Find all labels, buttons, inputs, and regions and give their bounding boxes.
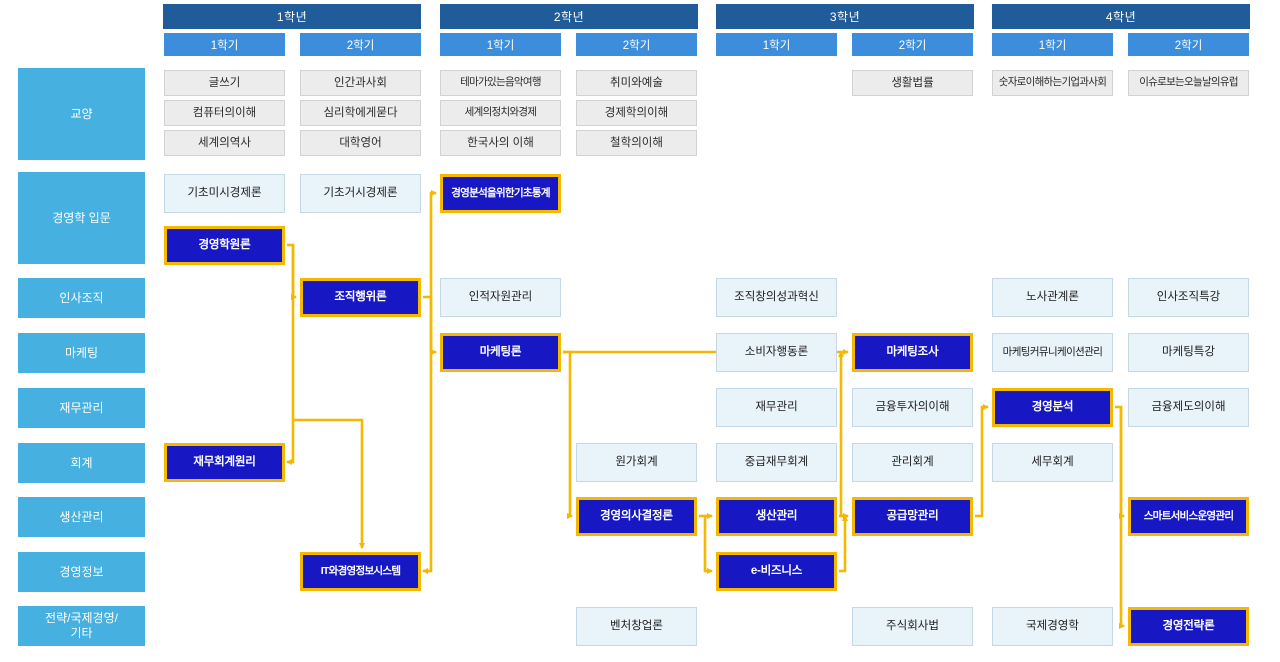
course-box[interactable]: 국제경영학 [992,607,1113,646]
course-box[interactable]: 금융투자의이해 [852,388,973,427]
course-box[interactable]: 조직행위론 [300,278,421,317]
course-box[interactable]: 재무관리 [716,388,837,427]
course-box[interactable]: IT와경영정보시스템 [300,552,421,591]
course-box[interactable]: 이슈로보는오늘날의유럽 [1128,70,1249,96]
course-box[interactable]: 마케팅조사 [852,333,973,372]
course-box[interactable]: 심리학에게묻다 [300,100,421,126]
semester-header-1[interactable]: 1학기 [164,33,285,56]
course-box[interactable]: 조직창의성과혁신 [716,278,837,317]
course-box[interactable]: 스마트서비스운영관리 [1128,497,1249,536]
year-header-1: 1학년 [163,4,421,29]
course-box[interactable]: 취미와예술 [576,70,697,96]
category-label-line2: 기타 [70,626,93,640]
course-box[interactable]: 경영학원론 [164,226,285,265]
course-box[interactable]: 주식회사법 [852,607,973,646]
connector-arrow [1119,407,1125,629]
connector-arrow [839,515,848,573]
course-box[interactable]: e-비즈니스 [716,552,837,591]
connector-arrow [422,297,433,574]
connector-arrow [293,418,365,549]
course-box[interactable]: 소비자행동론 [716,333,837,372]
connector-arrow [975,404,989,518]
course-box[interactable]: 글쓰기 [164,70,285,96]
semester-header-4[interactable]: 2학기 [576,33,697,56]
course-box[interactable]: 마케팅특강 [1128,333,1249,372]
course-box[interactable]: 경영분석 [992,388,1113,427]
category-2[interactable]: 경영학 입문 [18,172,145,264]
course-box[interactable]: 세무회계 [992,443,1113,482]
course-box[interactable]: 숫자로이해하는기업과사회 [992,70,1113,96]
course-box[interactable]: 중급재무회계 [716,443,837,482]
course-box[interactable]: 기초미시경제론 [164,174,285,213]
category-5[interactable]: 재무관리 [18,388,145,428]
category-1[interactable]: 교양 [18,68,145,160]
course-box[interactable]: 경영전략론 [1128,607,1249,646]
category-7[interactable]: 생산관리 [18,497,145,537]
course-box[interactable]: 재무회계원리 [164,443,285,482]
connector-arrow [287,243,297,300]
course-box[interactable]: 마케팅론 [440,333,561,372]
course-box[interactable]: 인간과사회 [300,70,421,96]
category-3[interactable]: 인사조직 [18,278,145,318]
category-8[interactable]: 경영정보 [18,552,145,592]
semester-header-7[interactable]: 1학기 [992,33,1113,56]
course-box[interactable]: 컴퓨터의이해 [164,100,285,126]
course-box[interactable]: 금융제도의이해 [1128,388,1249,427]
course-box[interactable]: 세계의정치와경제 [440,100,561,126]
course-box[interactable]: 생활법률 [852,70,973,96]
semester-header-5[interactable]: 1학기 [716,33,837,56]
course-box[interactable]: 인사조직특강 [1128,278,1249,317]
year-header-2: 2학년 [440,4,698,29]
semester-header-6[interactable]: 2학기 [852,33,973,56]
course-box[interactable]: 한국사의 이해 [440,130,561,156]
course-box[interactable]: 경영분석을위한기초통계 [440,174,561,213]
course-box[interactable]: 테마가있는음악여행 [440,70,561,96]
course-box[interactable]: 공급망관리 [852,497,973,536]
course-box[interactable]: 경영의사결정론 [576,497,697,536]
course-box[interactable]: 관리회계 [852,443,973,482]
course-box[interactable]: 원가회계 [576,443,697,482]
connector-arrow [703,516,713,574]
course-box[interactable]: 생산관리 [716,497,837,536]
course-box[interactable]: 세계의역사 [164,130,285,156]
course-box[interactable]: 대학영어 [300,130,421,156]
semester-header-8[interactable]: 2학기 [1128,33,1249,56]
connector-arrow [1115,405,1125,519]
year-header-3: 3학년 [716,4,974,29]
connector-arrow [563,350,573,519]
category-9[interactable]: 전략/국제경영/기타 [18,606,145,646]
category-4[interactable]: 마케팅 [18,333,145,373]
semester-header-2[interactable]: 2학기 [300,33,421,56]
year-header-4: 4학년 [992,4,1250,29]
course-box[interactable]: 인적자원관리 [440,278,561,317]
connector-arrow [423,190,437,299]
course-box[interactable]: 철학의이해 [576,130,697,156]
course-box[interactable]: 경제학의이해 [576,100,697,126]
course-box[interactable]: 벤처창업론 [576,607,697,646]
course-box[interactable]: 마케팅커뮤니케이션관리 [992,333,1113,372]
course-box[interactable]: 기초거시경제론 [300,174,421,213]
semester-header-3[interactable]: 1학기 [440,33,561,56]
category-label: 전략/국제경영/기타 [45,611,118,641]
connector-arrow [286,245,295,465]
connector-arrow [429,297,437,355]
category-label-line1: 전략/국제경영/ [45,611,118,625]
category-6[interactable]: 회계 [18,443,145,483]
course-box[interactable]: 노사관계론 [992,278,1113,317]
